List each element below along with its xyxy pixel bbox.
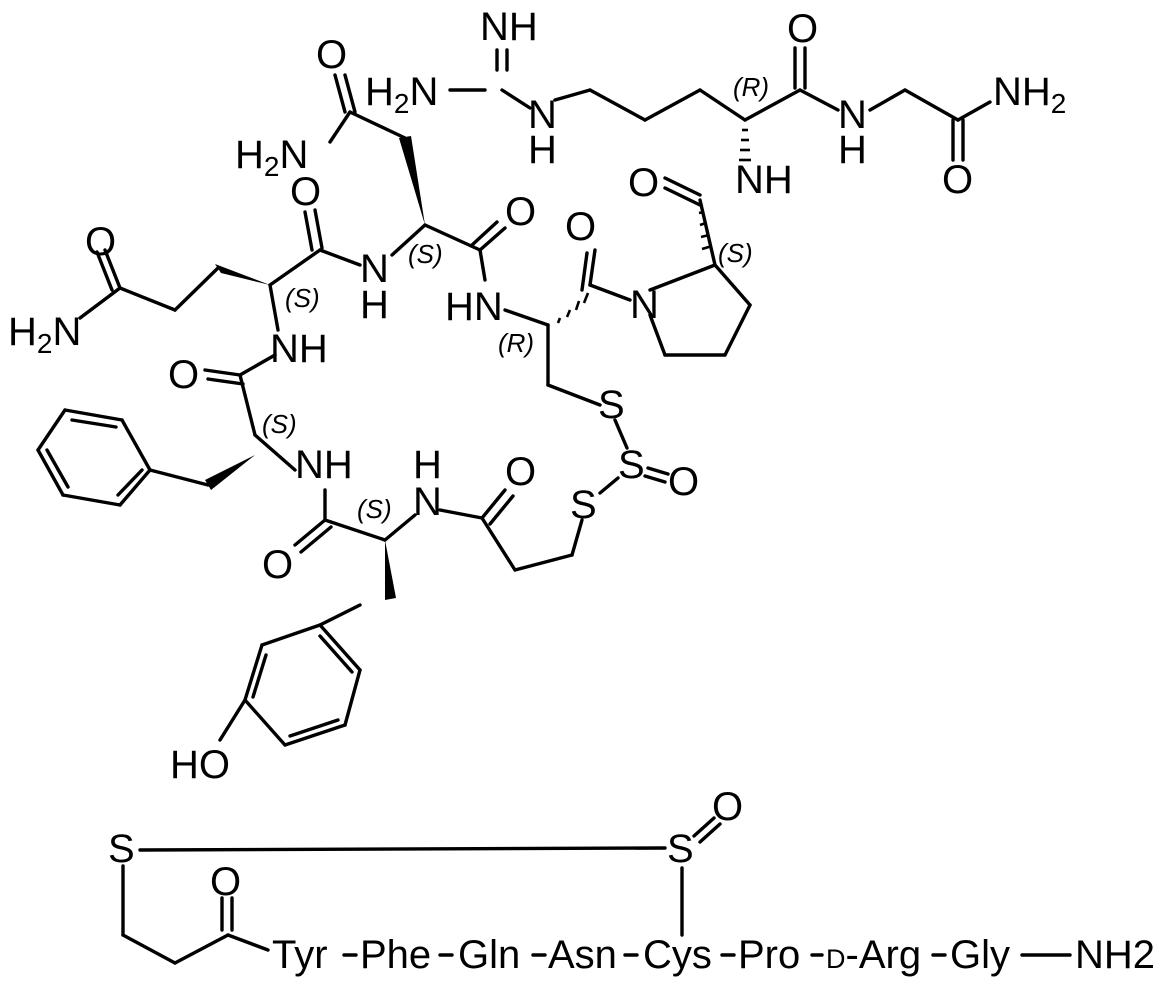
- residue-cys: Cys: [643, 933, 712, 977]
- phe-carbonyl-o-label: O: [168, 353, 199, 397]
- cys-s-label: S: [598, 383, 625, 427]
- asn-h-label: H: [360, 283, 389, 327]
- sulfinyl-s-label: S: [618, 443, 645, 487]
- residue-gly: Gly: [950, 933, 1010, 977]
- gln-side-o-label: O: [85, 220, 116, 264]
- sequence-carbonyl-o: O: [210, 860, 241, 904]
- arg-nh-label: NH: [735, 158, 793, 202]
- residue-tyr: Tyr: [272, 933, 328, 977]
- pro-n-label: N: [630, 283, 659, 327]
- mpa-carbonyl-o-label: O: [505, 450, 536, 494]
- gln-nh-label: NH: [270, 327, 328, 371]
- skeletal-bonds: [36, 46, 992, 747]
- sequence-schematic: S S O O Tyr Phe Gln Asn Cys Pro D-Arg Gl…: [108, 785, 1155, 977]
- sequence-s-left: S: [108, 827, 135, 871]
- residue-phe: Phe: [360, 933, 431, 977]
- tyr-h-label: H: [413, 443, 442, 487]
- arg-carbonyl-o-label: O: [787, 7, 818, 51]
- cys-hn-label: HN: [445, 285, 503, 329]
- gly-n-label: N: [838, 93, 867, 137]
- asn-side-h2n-label: H2N: [235, 133, 308, 182]
- residue-d-arg: D-Arg: [826, 933, 921, 977]
- residue-gln: Gln: [458, 933, 520, 977]
- residue-asn: Asn: [548, 933, 617, 977]
- asn-n-label: N: [360, 247, 389, 291]
- sequence-sulfoxide-o: O: [712, 785, 743, 829]
- stereo-tyr: (S): [357, 494, 392, 524]
- asn-carbonyl-o-label: O: [505, 190, 536, 234]
- residue-pro: Pro: [738, 933, 800, 977]
- sequence-s-right: S: [667, 827, 694, 871]
- tyr-n-label: N: [413, 480, 442, 524]
- stereo-asn: (S): [408, 239, 443, 269]
- stereo-bonds: [205, 128, 751, 600]
- hashed-bond-arg: [739, 128, 751, 162]
- stereo-descriptors: (R) (S) (S) (S) (R) (S) (S): [262, 72, 769, 524]
- sequence-terminal-nh2: NH2: [1075, 933, 1155, 977]
- tyr-carbonyl-o-label: O: [262, 543, 293, 587]
- tyr-ho-label: HO: [170, 743, 230, 787]
- guanidine-h2n-label: H2N: [365, 70, 438, 119]
- atom-labels: NH H2N N H O N H NH2 O O H2N O O O H2N N…: [8, 5, 1066, 787]
- phe-nh-label: NH: [295, 443, 353, 487]
- stereo-pro: (S): [718, 238, 753, 268]
- stereo-phe: (S): [262, 409, 297, 439]
- gly-carbonyl-o-label: O: [942, 158, 973, 202]
- mpa-s-label: S: [570, 483, 597, 527]
- stereo-arg: (R): [733, 72, 769, 102]
- gln-carbonyl-o-label: O: [290, 170, 321, 214]
- gly-h-label: H: [838, 128, 867, 172]
- stereo-gln: (S): [285, 283, 320, 313]
- hashed-bond-cys: [556, 292, 590, 324]
- asn-side-o-label: O: [316, 33, 347, 77]
- sulfinyl-o-label: O: [668, 460, 699, 504]
- gln-side-h2n-label: H2N: [8, 310, 81, 359]
- stereo-cys: (R): [498, 328, 534, 358]
- guanidine-h-label: H: [528, 128, 557, 172]
- imine-nh-label: NH: [480, 5, 538, 49]
- gly-nh2-label: NH2: [993, 70, 1066, 119]
- guanidine-n-label: N: [528, 93, 557, 137]
- hashed-bond-pro: [698, 210, 713, 251]
- cys-carbonyl-o-label: O: [565, 205, 596, 249]
- pro-carbonyl-o-label: O: [628, 161, 659, 205]
